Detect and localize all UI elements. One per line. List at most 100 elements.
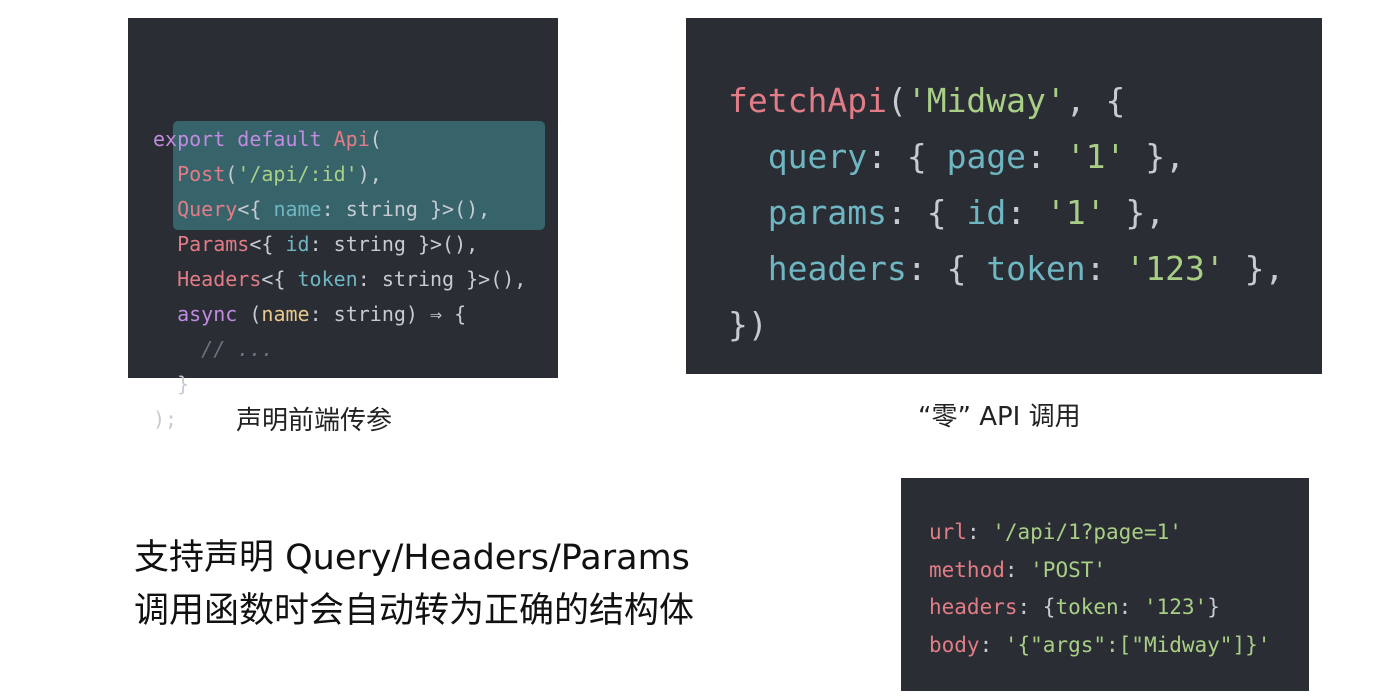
code-line: export default Api(	[153, 122, 558, 157]
code-line: body: '{"args":["Midway"]}'	[929, 627, 1309, 665]
code-token: id	[285, 232, 310, 256]
code-token: ),	[357, 162, 382, 186]
code-token: id	[966, 193, 1007, 232]
code-token: default	[237, 127, 322, 151]
code-token: (	[225, 162, 238, 186]
code-token: (	[369, 127, 382, 151]
code-token: '{"args":["Midway"]}'	[1004, 632, 1271, 657]
code-token: :	[321, 197, 346, 221]
feature-description: 支持声明 Query/Headers/Params 调用函数时会自动转为正确的结…	[134, 532, 694, 638]
code-token: page	[946, 137, 1027, 176]
code-token: }>(),	[405, 232, 479, 256]
code-token: (	[237, 302, 262, 326]
code-token: '1'	[1045, 193, 1106, 232]
code-line: query: { page: '1' },	[728, 129, 1322, 185]
code-token: :	[1026, 137, 1066, 176]
code-token: fetchApi	[728, 81, 887, 120]
code-line: Post('/api/:id'),	[153, 157, 558, 192]
code-token: :	[309, 232, 334, 256]
code-token: :	[1004, 557, 1031, 582]
code-token: string	[345, 197, 418, 221]
code-line: Params<{ id: string }>(),	[153, 227, 558, 262]
code-token: '123'	[1125, 249, 1225, 288]
code-token: :	[1006, 193, 1046, 232]
code-token: headers	[767, 249, 907, 288]
code-token: '1'	[1065, 137, 1126, 176]
code-token: Query	[177, 197, 238, 221]
code-token: }	[177, 372, 190, 396]
code-line: }	[153, 367, 558, 402]
code-token: },	[1125, 137, 1186, 176]
feature-line: 支持声明 Query/Headers/Params	[134, 538, 690, 578]
code-token: token	[297, 267, 358, 291]
code-line: method: 'POST'	[929, 552, 1309, 590]
code-line: url: '/api/1?page=1'	[929, 514, 1309, 552]
code-panel-call: fetchApi('Midway', { query: { page: '1' …	[686, 18, 1322, 374]
code-token: Post	[177, 162, 226, 186]
code-token: : {	[906, 249, 987, 288]
code-token: 'POST'	[1030, 557, 1107, 582]
code-token: ) ⇒ {	[405, 302, 467, 326]
code-body: export default Api( Post('/api/:id'), Qu…	[153, 122, 558, 437]
code-token: <{	[261, 267, 298, 291]
code-token: async	[177, 302, 238, 326]
code-comment: // ...	[201, 337, 274, 361]
code-token: name	[273, 197, 322, 221]
code-token: '/api/1?page=1'	[992, 520, 1182, 544]
code-token: url	[929, 520, 967, 544]
code-token: :	[966, 520, 993, 544]
code-token: }	[1207, 595, 1220, 619]
code-token: string	[333, 302, 406, 326]
code-token: :	[1118, 595, 1144, 619]
code-token: : {	[1017, 595, 1056, 619]
code-token: method	[929, 557, 1005, 582]
code-line: Query<{ name: string }>(),	[153, 192, 558, 227]
code-line: async (name: string) ⇒ {	[153, 297, 558, 332]
code-token: '/api/:id'	[237, 162, 358, 186]
code-token: :	[1085, 249, 1126, 288]
code-token: },	[1224, 249, 1285, 288]
code-line: // ...	[153, 332, 558, 367]
code-token: (	[886, 81, 907, 120]
code-panel-declare: export default Api( Post('/api/:id'), Qu…	[128, 18, 558, 431]
code-token: string	[381, 267, 455, 291]
code-token: '123'	[1143, 595, 1208, 619]
code-line: })	[728, 297, 1322, 353]
caption-call: “零” API 调用	[918, 402, 1081, 432]
code-token: 'Midway'	[906, 81, 1066, 120]
code-token: }>(),	[417, 197, 491, 221]
code-token: Api	[333, 127, 370, 151]
code-line: Headers<{ token: string }>(),	[153, 262, 558, 297]
code-token: },	[1105, 193, 1166, 232]
code-line: headers: {token: '123'}	[929, 589, 1309, 627]
code-token: Params	[177, 232, 250, 256]
code-token: token	[986, 249, 1086, 288]
code-token: })	[728, 305, 768, 344]
code-token: :	[357, 267, 382, 291]
code-token: params	[767, 193, 887, 232]
code-token: <{	[249, 232, 286, 256]
code-token: string	[333, 232, 406, 256]
code-line: );	[153, 402, 558, 437]
code-line: params: { id: '1' },	[728, 185, 1322, 241]
code-token: name	[261, 302, 310, 326]
code-token: );	[153, 407, 178, 431]
code-panel-result: url: '/api/1?page=1'method: 'POST'header…	[901, 478, 1309, 691]
code-line: fetchApi('Midway', {	[728, 73, 1322, 129]
caption-declare: 声明前端传参	[236, 406, 393, 436]
feature-line: 调用函数时会自动转为正确的结构体	[134, 591, 695, 631]
code-token: token	[1055, 595, 1119, 619]
code-token: :	[309, 302, 334, 326]
code-token: <{	[237, 197, 274, 221]
code-token: :	[979, 632, 1005, 657]
code-token: }>(),	[454, 267, 527, 291]
code-line: headers: { token: '123' },	[728, 241, 1322, 297]
code-token: , {	[1065, 81, 1126, 120]
code-token: query	[767, 137, 868, 176]
code-token: export	[153, 127, 226, 151]
code-token: : {	[886, 193, 967, 232]
code-highlight	[173, 121, 545, 230]
code-token: : {	[867, 137, 947, 176]
code-token: body	[929, 632, 980, 657]
code-token: headers	[929, 595, 1018, 619]
